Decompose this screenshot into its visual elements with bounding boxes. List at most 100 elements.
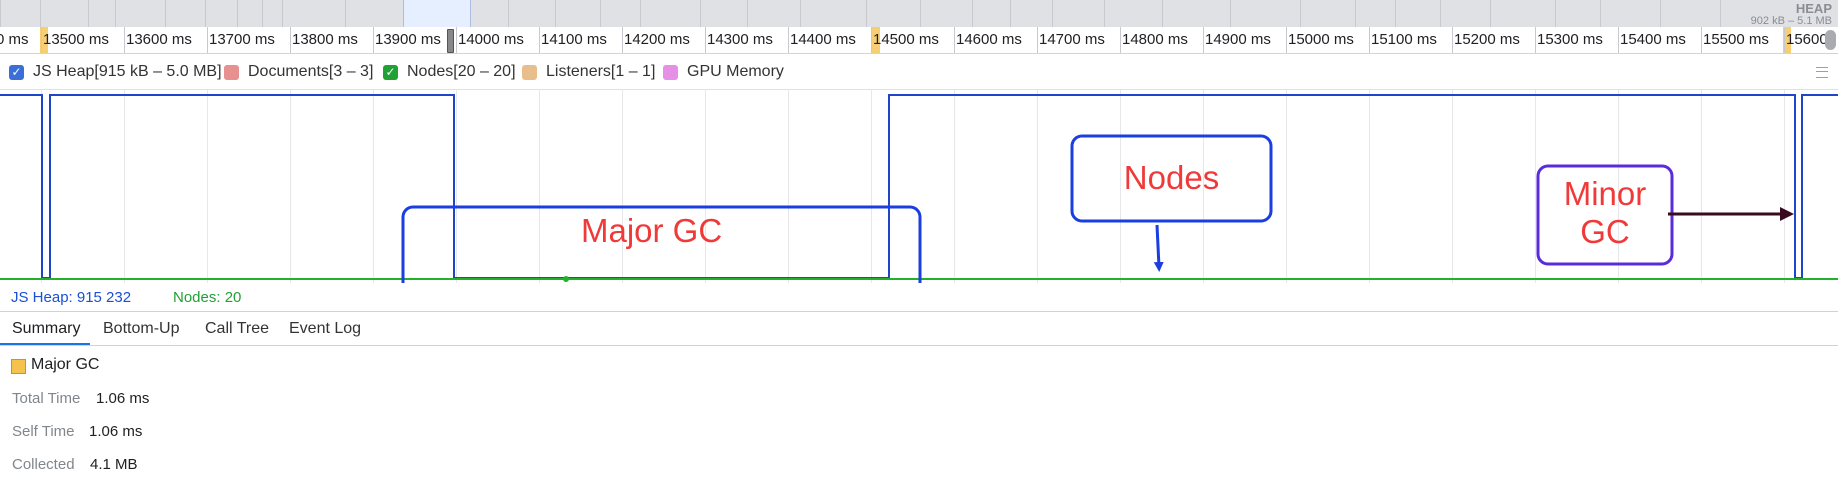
overview-cell: [800, 0, 802, 27]
ruler-tick-label: 15300 ms: [1537, 31, 1603, 48]
ruler-tick-label: 14300 ms: [707, 31, 773, 48]
legend-js-heap[interactable]: ✓ JS Heap[915 kB – 5.0 MB]: [9, 63, 222, 81]
overview-cell: [205, 0, 207, 27]
ruler-tick: [1120, 27, 1121, 53]
legend-gpu-memory-label: GPU Memory: [687, 63, 784, 80]
tab-bottom-up[interactable]: Bottom-Up: [103, 320, 180, 337]
overview-cell: [1720, 0, 1722, 27]
legend-listeners[interactable]: Listeners[1 – 1]: [522, 63, 655, 81]
frame-marker: [872, 27, 880, 53]
legend-nodes[interactable]: ✓ Nodes[20 – 20]: [383, 63, 516, 81]
minor-gc-annotation-label-line2: GC: [1580, 213, 1630, 250]
ruler-tick: [207, 27, 208, 53]
ruler-tick-label: 14000 ms: [458, 31, 524, 48]
legend-nodes-label: Nodes[20 – 20]: [407, 63, 516, 80]
checkbox-checked-icon[interactable]: ✓: [9, 64, 24, 80]
overview-heap-title: HEAP: [1795, 1, 1832, 16]
ruler-tick-label: 13800 ms: [292, 31, 358, 48]
event-title: Major GC: [31, 356, 100, 373]
ruler-tick-label: 15600: [1786, 31, 1828, 48]
ruler-tick: [1452, 27, 1453, 53]
ruler-tick-label: 14500 ms: [873, 31, 939, 48]
overview-cell: [1230, 0, 1232, 27]
overview-selection-window[interactable]: [403, 0, 471, 27]
ruler-tick-label: 15100 ms: [1371, 31, 1437, 48]
overview-cell: [1052, 0, 1054, 27]
ruler-tick: [1784, 27, 1785, 53]
overview-cell: [866, 0, 868, 27]
nodes-annotation-box: [1070, 134, 1273, 223]
total-time-value: 1.06 ms: [96, 390, 150, 407]
overview-cell: [40, 0, 42, 27]
ruler-tick-label: 13900 ms: [375, 31, 441, 48]
minor-gc-annotation-label-line1: Minor: [1563, 175, 1647, 212]
ruler-tick-label: 15200 ms: [1454, 31, 1520, 48]
overview-cell: [640, 0, 642, 27]
overview-cell: [115, 0, 117, 27]
overview-cell: [345, 0, 347, 27]
overview-cell: [508, 0, 510, 27]
ruler-tick-label: 13700 ms: [209, 31, 275, 48]
overview-cell: [920, 0, 922, 27]
ruler-tick-label: 15000 ms: [1288, 31, 1354, 48]
overview-cell: [0, 0, 2, 27]
overview-cell: [1355, 0, 1357, 27]
checkbox-unchecked-icon[interactable]: [224, 64, 239, 80]
ruler-tick: [456, 27, 457, 53]
collected-value: 4.1 MB: [90, 456, 138, 473]
overview-cell: [1010, 0, 1012, 27]
checkbox-unchecked-icon[interactable]: [522, 64, 537, 80]
ruler-tick: [954, 27, 955, 53]
cursor-point: [563, 276, 569, 282]
overview-cell: [1104, 0, 1106, 27]
ruler-tick: [539, 27, 540, 53]
ruler-tick-label: 14800 ms: [1122, 31, 1188, 48]
legend-documents-label: Documents[3 – 3]: [248, 63, 374, 80]
ruler-tick: [1203, 27, 1204, 53]
ruler-tick-label: 14200 ms: [624, 31, 690, 48]
overview-cell: [88, 0, 90, 27]
ruler-tick-label: 14400 ms: [790, 31, 856, 48]
overview-cell: [555, 0, 557, 27]
ruler-tick: [41, 27, 42, 53]
overview-heap-range: 902 kB – 5.1 MB: [1750, 15, 1832, 27]
ruler-tick: [1037, 27, 1038, 53]
major-gc-annotation-box: [401, 205, 922, 283]
tab-call-tree[interactable]: Call Tree: [205, 320, 270, 337]
menu-icon[interactable]: [1816, 67, 1828, 78]
ruler-tick-label: 15500 ms: [1703, 31, 1769, 48]
memory-chart[interactable]: Major GC Nodes Minor GC: [0, 89, 1838, 283]
memory-chart-svg: [0, 89, 1838, 283]
tab-event-log[interactable]: Event Log: [289, 320, 362, 337]
ruler-tick: [871, 27, 872, 53]
ruler-cursor-handle[interactable]: [447, 29, 454, 53]
ruler-tick-label: 14700 ms: [1039, 31, 1105, 48]
timeline-overview[interactable]: HEAP 902 kB – 5.1 MB: [0, 0, 1838, 28]
ruler-tick: [1701, 27, 1702, 53]
collected-label: Collected: [12, 456, 75, 473]
overview-cell: [1660, 0, 1662, 27]
overview-cell: [165, 0, 167, 27]
overview-cell: [972, 0, 974, 27]
counter-values-bar: JS Heap: 915 232 Nodes: 20: [0, 283, 1838, 312]
tab-summary[interactable]: Summary: [0, 312, 90, 345]
overview-cell: [700, 0, 702, 27]
details-tab-bar: Summary Bottom-Up Call Tree Event Log: [0, 312, 1838, 346]
nodes-value: Nodes: 20: [173, 289, 242, 306]
overview-cell: [747, 0, 749, 27]
overview-cell: [1162, 0, 1164, 27]
ruler-tick-label: 14100 ms: [541, 31, 607, 48]
legend-documents[interactable]: Documents[3 – 3]: [224, 63, 373, 81]
checkbox-unchecked-icon[interactable]: [663, 64, 678, 80]
chart-grid-lines: [41, 89, 1785, 283]
ruler-tick-label: 13600 ms: [126, 31, 192, 48]
frame-marker: [1783, 27, 1791, 53]
legend-gpu-memory[interactable]: GPU Memory: [663, 63, 784, 81]
nodes-arrow: [1153, 224, 1164, 272]
frame-marker: [40, 27, 48, 53]
ruler-scrollbar-thumb[interactable]: [1825, 30, 1836, 50]
js-heap-value: JS Heap: 915 232: [11, 289, 132, 306]
checkbox-checked-icon[interactable]: ✓: [383, 64, 398, 80]
major-gc-annotation-label: Major GC: [581, 212, 723, 249]
